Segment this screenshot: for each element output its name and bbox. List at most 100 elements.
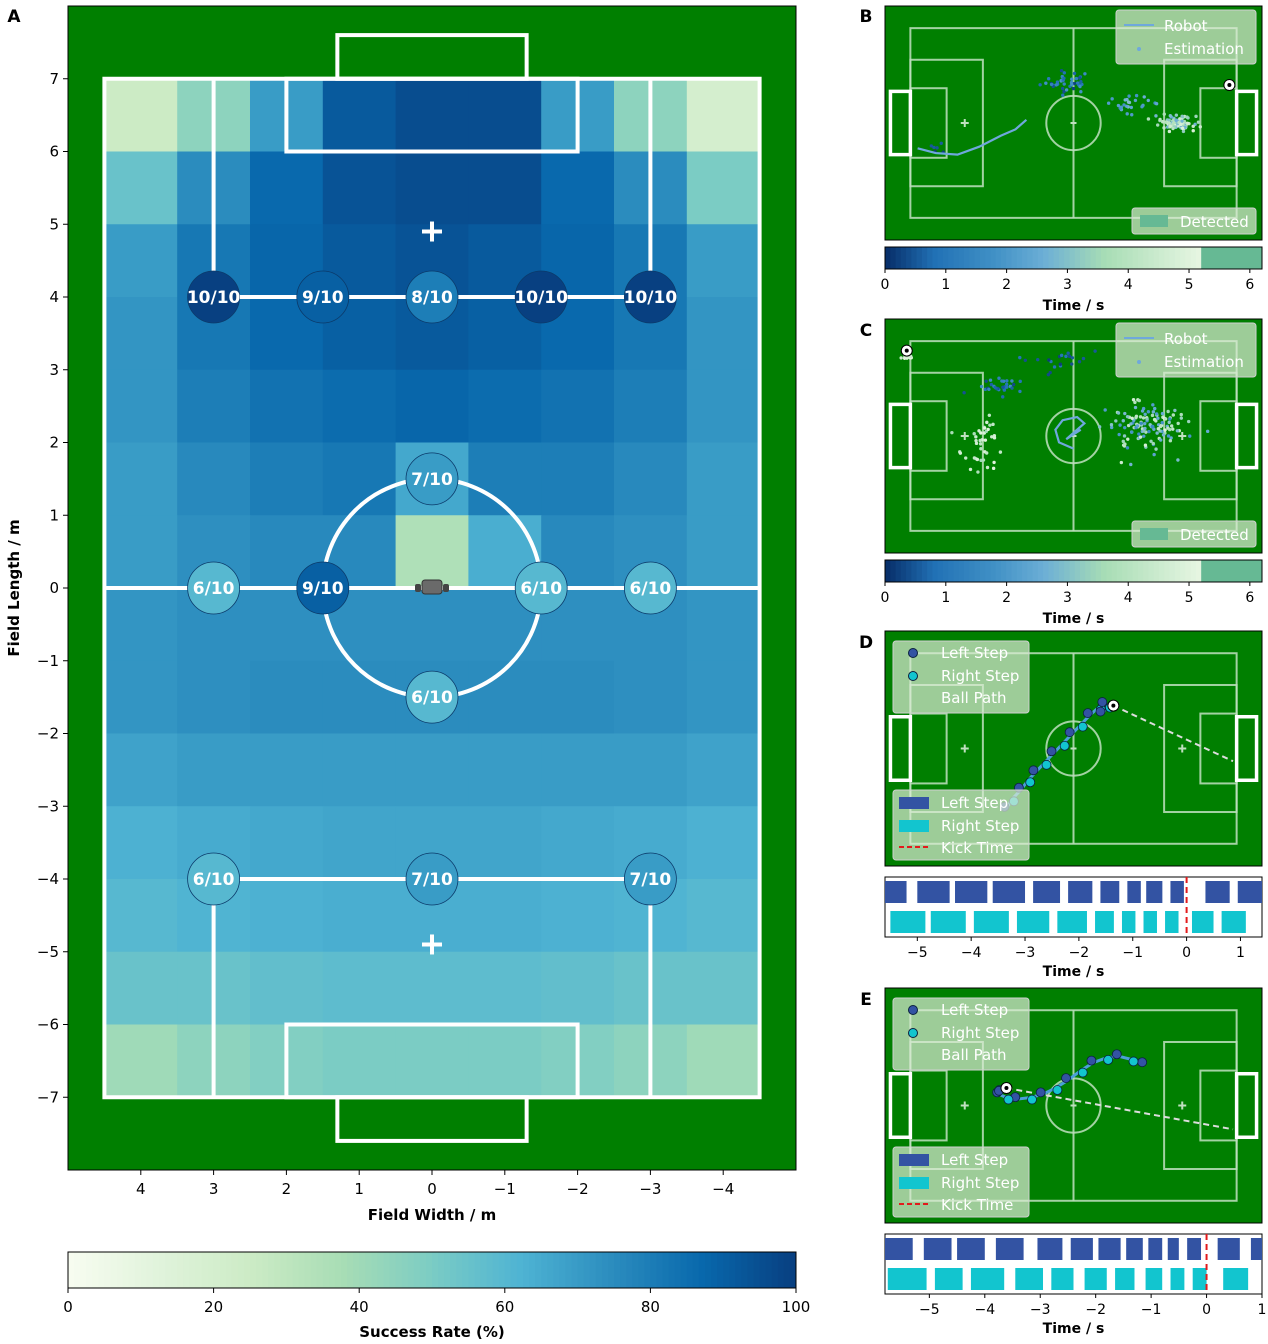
time-colorbar-tick-label: 5 — [1185, 277, 1194, 293]
estimation-point — [1138, 435, 1143, 439]
time-colorbar-segment — [932, 560, 939, 582]
colorbar-segment — [189, 1252, 196, 1288]
time-colorbar-segment — [969, 560, 976, 582]
estimation-point — [1131, 397, 1136, 402]
time-colorbar-segment — [932, 247, 939, 269]
colorbar-segment — [274, 1252, 281, 1288]
estimation-point — [1126, 100, 1131, 104]
trial-marker — [624, 852, 677, 906]
estimation-point — [1179, 416, 1184, 420]
colorbar-segment — [98, 1252, 105, 1288]
legend-estimation-label: Estimation — [1164, 40, 1244, 58]
estimation-point — [1054, 83, 1058, 87]
legend-right-bar-label: Right Step — [941, 817, 1019, 835]
estimation-point — [1122, 434, 1127, 438]
time-colorbar-segment — [942, 247, 949, 269]
estimation-point — [1036, 357, 1040, 362]
colorbar-segment — [213, 1252, 221, 1288]
estimation-point — [1185, 121, 1190, 126]
colorbar-segment — [110, 1252, 118, 1288]
estimation-point — [1171, 427, 1175, 431]
estimation-point — [972, 456, 977, 460]
colorbar-segment — [559, 1252, 566, 1288]
left-step-bar — [995, 1238, 1024, 1260]
time-colorbar-segment — [1106, 560, 1113, 582]
y-tick-label: 4 — [49, 288, 59, 306]
legend-estimation-swatch — [1137, 360, 1141, 364]
estimation-point — [1133, 98, 1138, 103]
time-colorbar-segment — [1074, 247, 1081, 269]
time-colorbar-segment — [1043, 560, 1049, 582]
ball-icon-patch — [1004, 1086, 1009, 1091]
estimation-point — [1205, 429, 1210, 434]
robot-icon — [415, 579, 449, 595]
time-colorbar-tick-label: 6 — [1245, 590, 1254, 606]
legend-detected-label: Detected — [1180, 213, 1249, 231]
estimation-point — [1168, 417, 1172, 421]
colorbar-segment — [250, 1252, 257, 1288]
time-colorbar-segment — [1116, 560, 1123, 582]
colorbar-segment — [662, 1252, 670, 1288]
colorbar-segment — [407, 1252, 415, 1288]
colorbar-segment — [310, 1252, 318, 1288]
right-goal — [1234, 89, 1259, 157]
colorbar-segment — [686, 1252, 694, 1288]
y-tick-label: 0 — [49, 579, 59, 597]
heatmap-cell — [395, 951, 469, 1025]
left-goal — [888, 714, 913, 783]
colorbar-segment — [389, 1252, 397, 1288]
trial-label: 10/10 — [187, 288, 241, 308]
colorbar-segment — [268, 1252, 275, 1288]
heatmap-cell — [250, 733, 324, 807]
estimation-point — [1103, 408, 1107, 412]
time-colorbar-segment — [921, 560, 928, 582]
estimation-point — [1158, 424, 1163, 429]
legend-box — [1115, 322, 1257, 378]
heatmap-cell — [686, 733, 761, 807]
colorbar-segment — [243, 1252, 251, 1288]
estimation-point — [1143, 412, 1147, 416]
time-colorbar-segment — [1190, 247, 1197, 269]
time-colorbar-tick-label: 4 — [1124, 590, 1133, 606]
time-colorbar-segment — [958, 247, 965, 269]
estimation-point — [1010, 379, 1014, 383]
estimation-point — [1191, 124, 1195, 129]
colorbar-segment — [735, 1252, 742, 1288]
colorbar-segment — [171, 1252, 178, 1288]
heatmap-cell — [614, 660, 688, 734]
estimation-point — [1070, 82, 1074, 87]
heatmap-cell — [177, 733, 251, 807]
y-tick-label: 7 — [49, 70, 59, 88]
heatmap-cell — [614, 733, 688, 807]
time-colorbar-segment — [1016, 560, 1023, 582]
time-colorbar-segment — [995, 560, 1002, 582]
colorbar-segment — [401, 1252, 409, 1288]
left-step-bar — [1167, 1238, 1179, 1260]
right-step-bar — [1121, 911, 1136, 933]
colorbar-segment — [777, 1252, 785, 1288]
estimation-point — [1139, 421, 1143, 425]
colorbar-segment — [68, 1252, 75, 1288]
estimation-point — [1149, 439, 1153, 444]
colorbar-label: Success Rate (%) — [359, 1323, 505, 1341]
right-step-bar — [1165, 911, 1179, 933]
colorbar-segment — [219, 1252, 227, 1288]
right-step-bar — [973, 911, 1009, 933]
time-colorbar-segment — [1174, 560, 1181, 582]
colorbar-tick-label: 60 — [495, 1298, 514, 1316]
colorbar-segment — [201, 1252, 209, 1288]
colorbar-segment — [122, 1252, 130, 1288]
estimation-point — [1001, 385, 1005, 389]
estimation-point — [1150, 413, 1155, 418]
y-tick-label: −3 — [37, 797, 59, 815]
colorbar-segment — [86, 1252, 93, 1288]
colorbar-segment — [529, 1252, 536, 1288]
time-colorbar-segment — [948, 247, 955, 269]
right-step-marker — [1077, 1067, 1088, 1078]
left-step-bar — [1098, 1238, 1121, 1260]
colorbar-segment — [225, 1252, 233, 1288]
estimation-point — [1152, 452, 1156, 457]
left-step-bar — [992, 881, 1026, 903]
time-colorbar-segment — [1159, 560, 1165, 582]
y-tick-label: −5 — [37, 943, 59, 961]
